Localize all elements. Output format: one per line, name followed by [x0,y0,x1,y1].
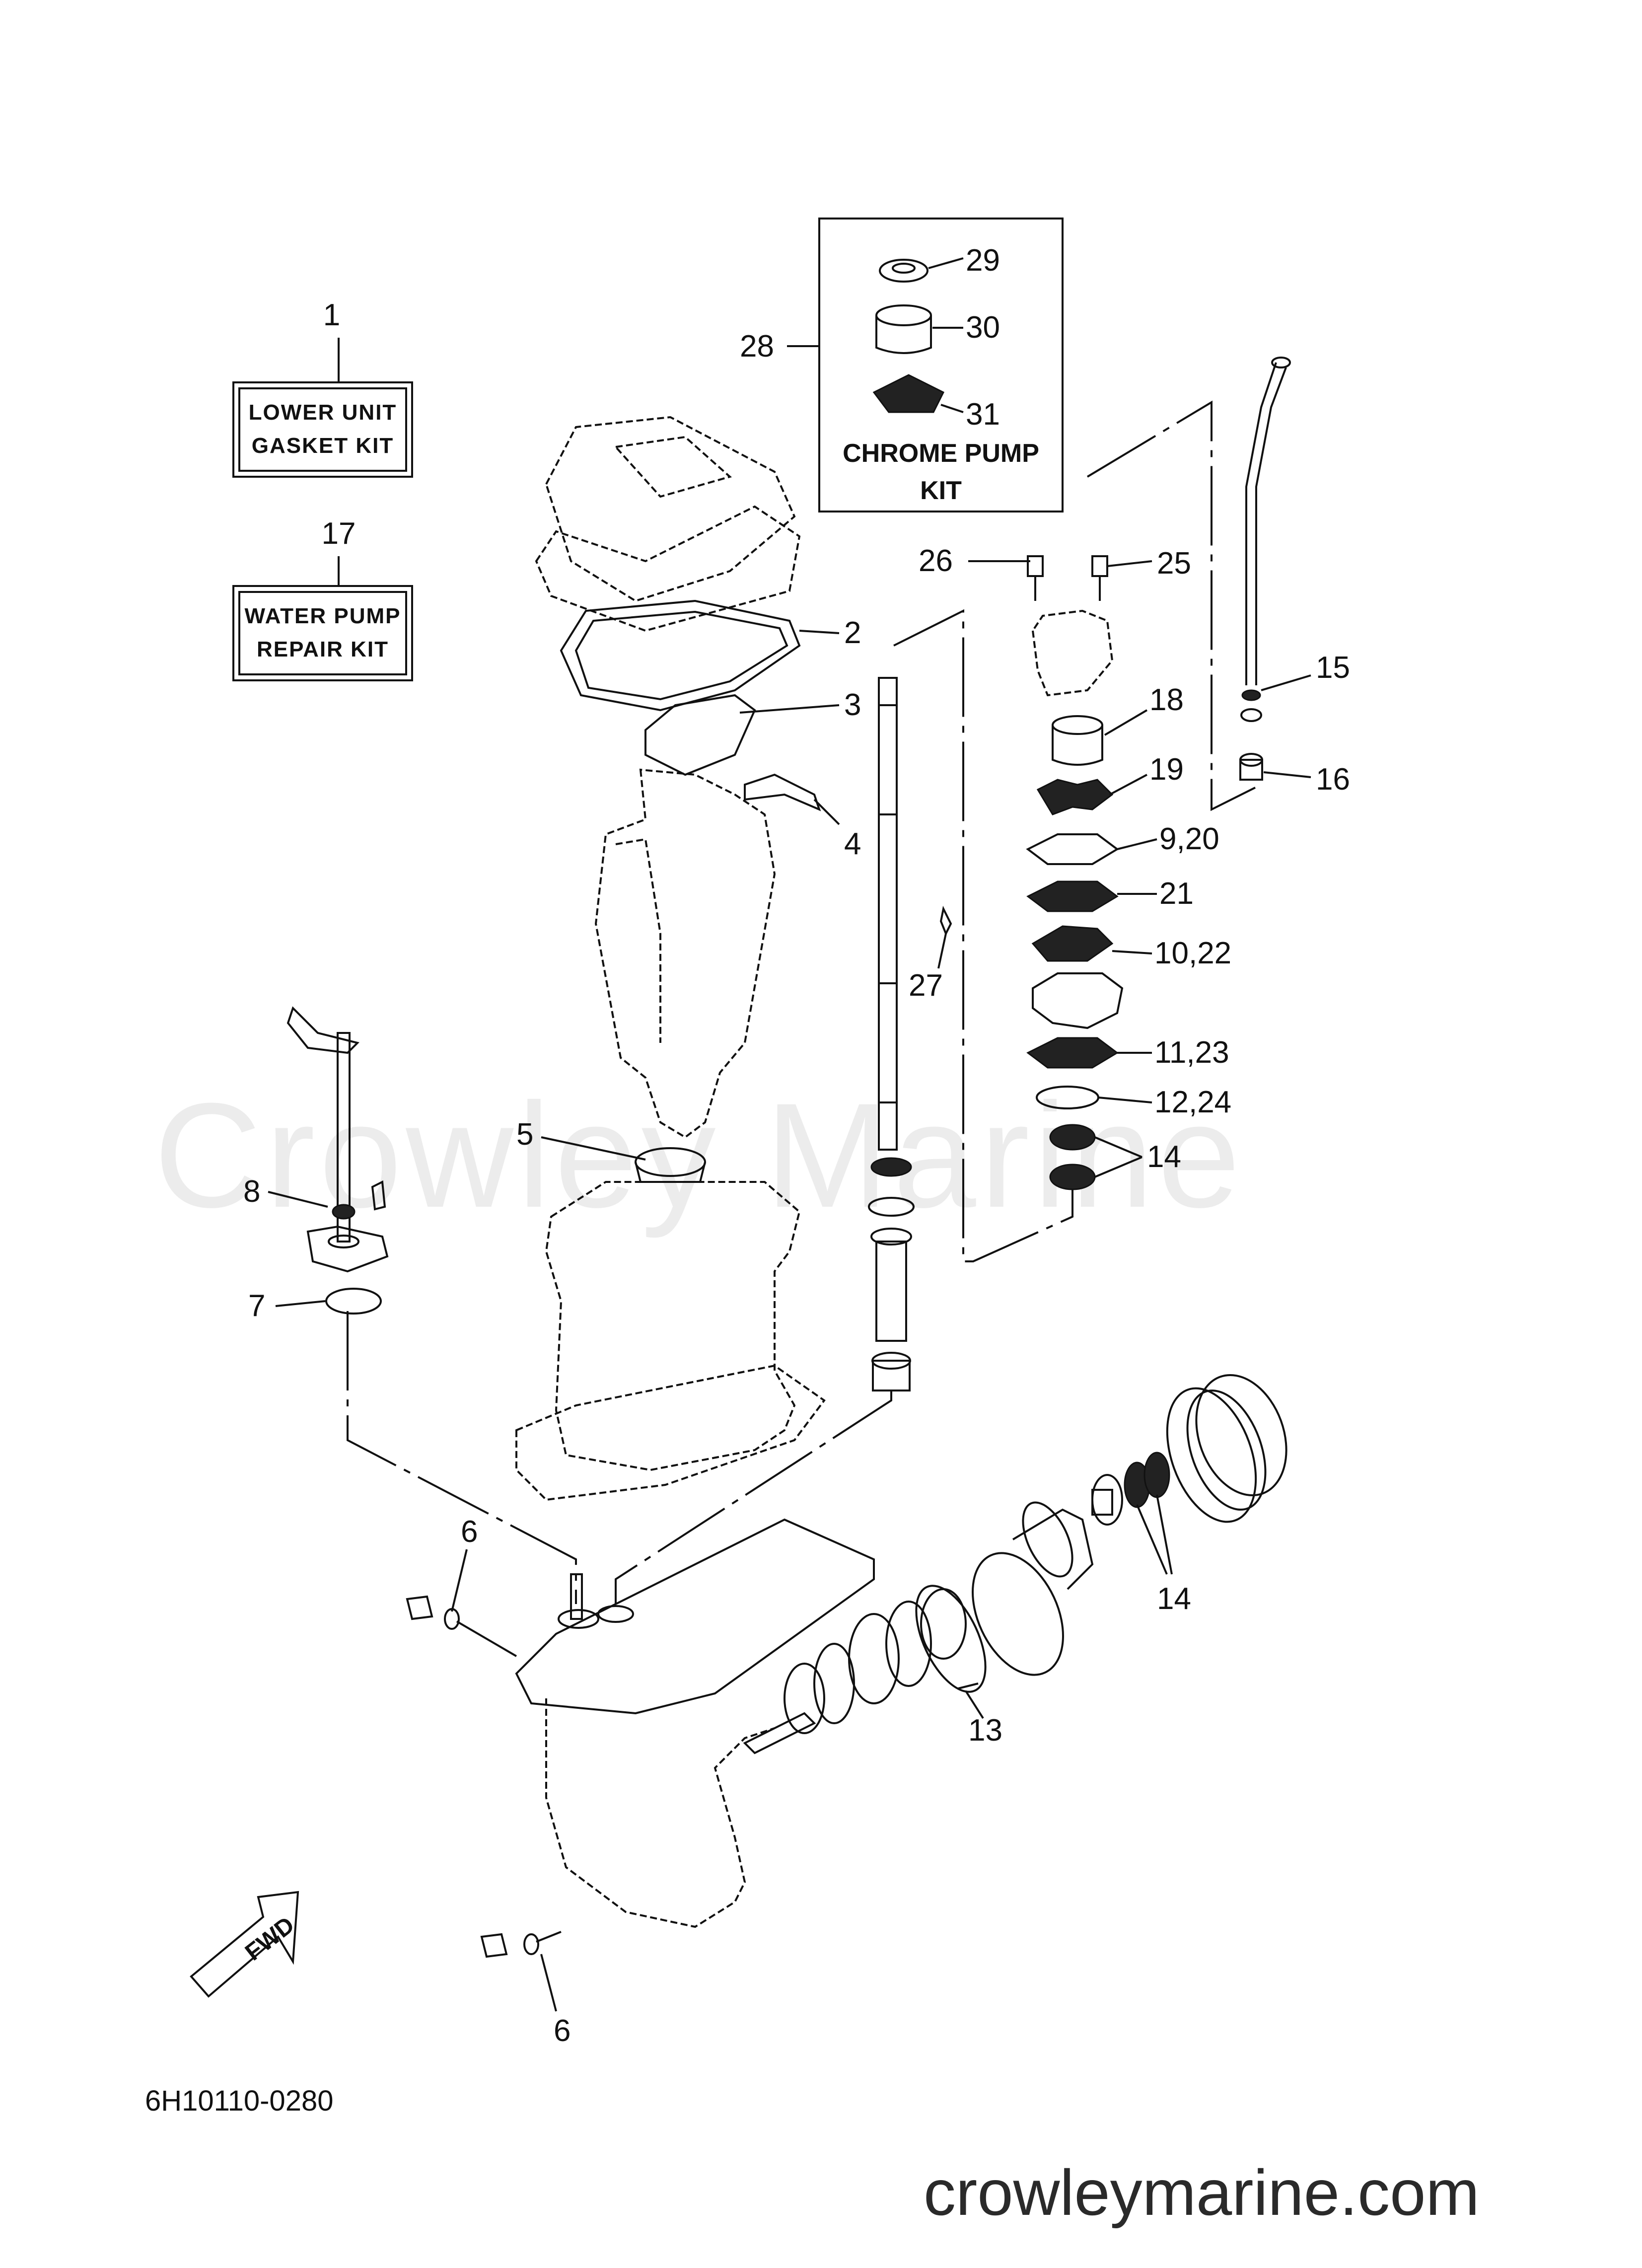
callout-13: 13 [968,1713,1002,1748]
o-ring-12-24[interactable]: 12,24 [1036,1085,1231,1119]
callout-5: 5 [516,1117,533,1152]
insert-cartridge-18[interactable]: 18 [1052,683,1184,766]
callout-16: 16 [1316,762,1350,797]
drive-shaft-bearings [868,1157,915,1391]
bolt-6-upper[interactable]: 6 [406,1515,517,1657]
callout-26: 26 [919,544,953,578]
bearing-housing [972,1501,1094,1676]
callout-14-upper: 14 [1147,1140,1181,1174]
impeller-19[interactable]: 19 [1036,752,1184,815]
grommet-16[interactable]: 16 [1239,753,1350,797]
callout-17: 17 [322,516,356,551]
water-pump-kit-box[interactable]: 17 WATER PUMP REPAIR KIT [232,516,413,681]
callout-7: 7 [248,1289,265,1323]
bearings-14-lower[interactable]: 14 [1091,1452,1191,1616]
site-url[interactable]: crowleymarine.com [924,2156,1480,2229]
propeller-shaft-assembly [743,1588,967,1755]
callout-10-22: 10,22 [1154,936,1231,970]
o-ring-13[interactable]: 13 [902,1576,1002,1748]
callout-25: 25 [1157,546,1191,581]
water-tube[interactable] [1245,357,1291,685]
callout-31: 31 [966,397,1000,432]
lower-upper-casing [515,1181,826,1501]
watermark-text: Crowley Marine [154,1072,1244,1240]
callout-8: 8 [243,1174,260,1209]
drive-shaft[interactable] [878,677,898,1151]
water-pump-kit-line2: REPAIR KIT [257,637,389,661]
callout-30: 30 [966,310,1000,345]
bolt-26[interactable]: 26 [919,544,1044,601]
callout-1: 1 [323,298,340,332]
chrome-pump-kit-line2: KIT [920,476,962,505]
callout-4: 4 [844,827,861,861]
plate-4[interactable]: 4 [744,773,861,861]
gasket-kit-line2: GASKET KIT [252,434,394,458]
upper-casing [594,768,776,1139]
gasket-kit-box[interactable]: 1 LOWER UNIT GASKET KIT [232,298,413,478]
grommet-15[interactable]: 15 [1240,651,1350,722]
callout-18: 18 [1149,683,1184,717]
shift-rod[interactable] [286,1006,359,1248]
plate-21[interactable]: 21 [1026,877,1194,912]
callout-27: 27 [909,968,943,1003]
gasket-3[interactable]: 3 [644,688,861,776]
callout-2: 2 [844,616,861,650]
chrome-pump-kit-line1: CHROME PUMP [843,439,1039,468]
water-pump-kit-line1: WATER PUMP [245,604,401,628]
callout-6-upper: 6 [461,1515,478,1549]
fwd-arrow-icon: FWD [190,1891,299,1998]
seal-8[interactable]: 8 [243,1174,389,1273]
callout-19: 19 [1149,752,1184,787]
o-ring-7[interactable]: 7 [248,1288,382,1323]
gasket-11-23[interactable]: 11,23 [1026,1035,1229,1070]
pump-base [1032,972,1124,1029]
callout-28: 28 [740,329,774,364]
callout-21: 21 [1159,877,1194,911]
callout-9-20: 9,20 [1159,822,1219,856]
chrome-pump-kit-box[interactable]: 28 29 30 31 CHROME PUMP KIT [740,218,1064,512]
pump-housing [1031,609,1114,697]
assembly-lines [347,400,1262,1604]
ring-nut [1166,1374,1287,1523]
callout-12-24: 12,24 [1154,1085,1231,1119]
callout-14-lower: 14 [1157,1582,1191,1616]
gasket-9-20[interactable]: 9,20 [1026,822,1219,865]
bearings-14-upper[interactable]: 14 [1049,1124,1181,1190]
callout-15: 15 [1316,651,1350,685]
callout-6-lower: 6 [554,2014,571,2048]
key-27[interactable]: 27 [909,905,952,1003]
drawing-code: 6H10110-0280 [145,2085,333,2117]
callout-29: 29 [966,243,1000,278]
gear-case [515,1518,875,1928]
upper-case-gaskets [535,416,801,632]
bolt-6-lower[interactable]: 6 [480,1931,571,2048]
callout-11-23: 11,23 [1154,1035,1229,1070]
bolt-25[interactable]: 25 [1091,546,1191,601]
gasket-10-22[interactable]: 10,22 [1031,925,1231,970]
callout-3: 3 [844,688,861,722]
gasket-2[interactable]: 2 [560,599,861,712]
gasket-kit-line1: LOWER UNIT [249,400,397,425]
